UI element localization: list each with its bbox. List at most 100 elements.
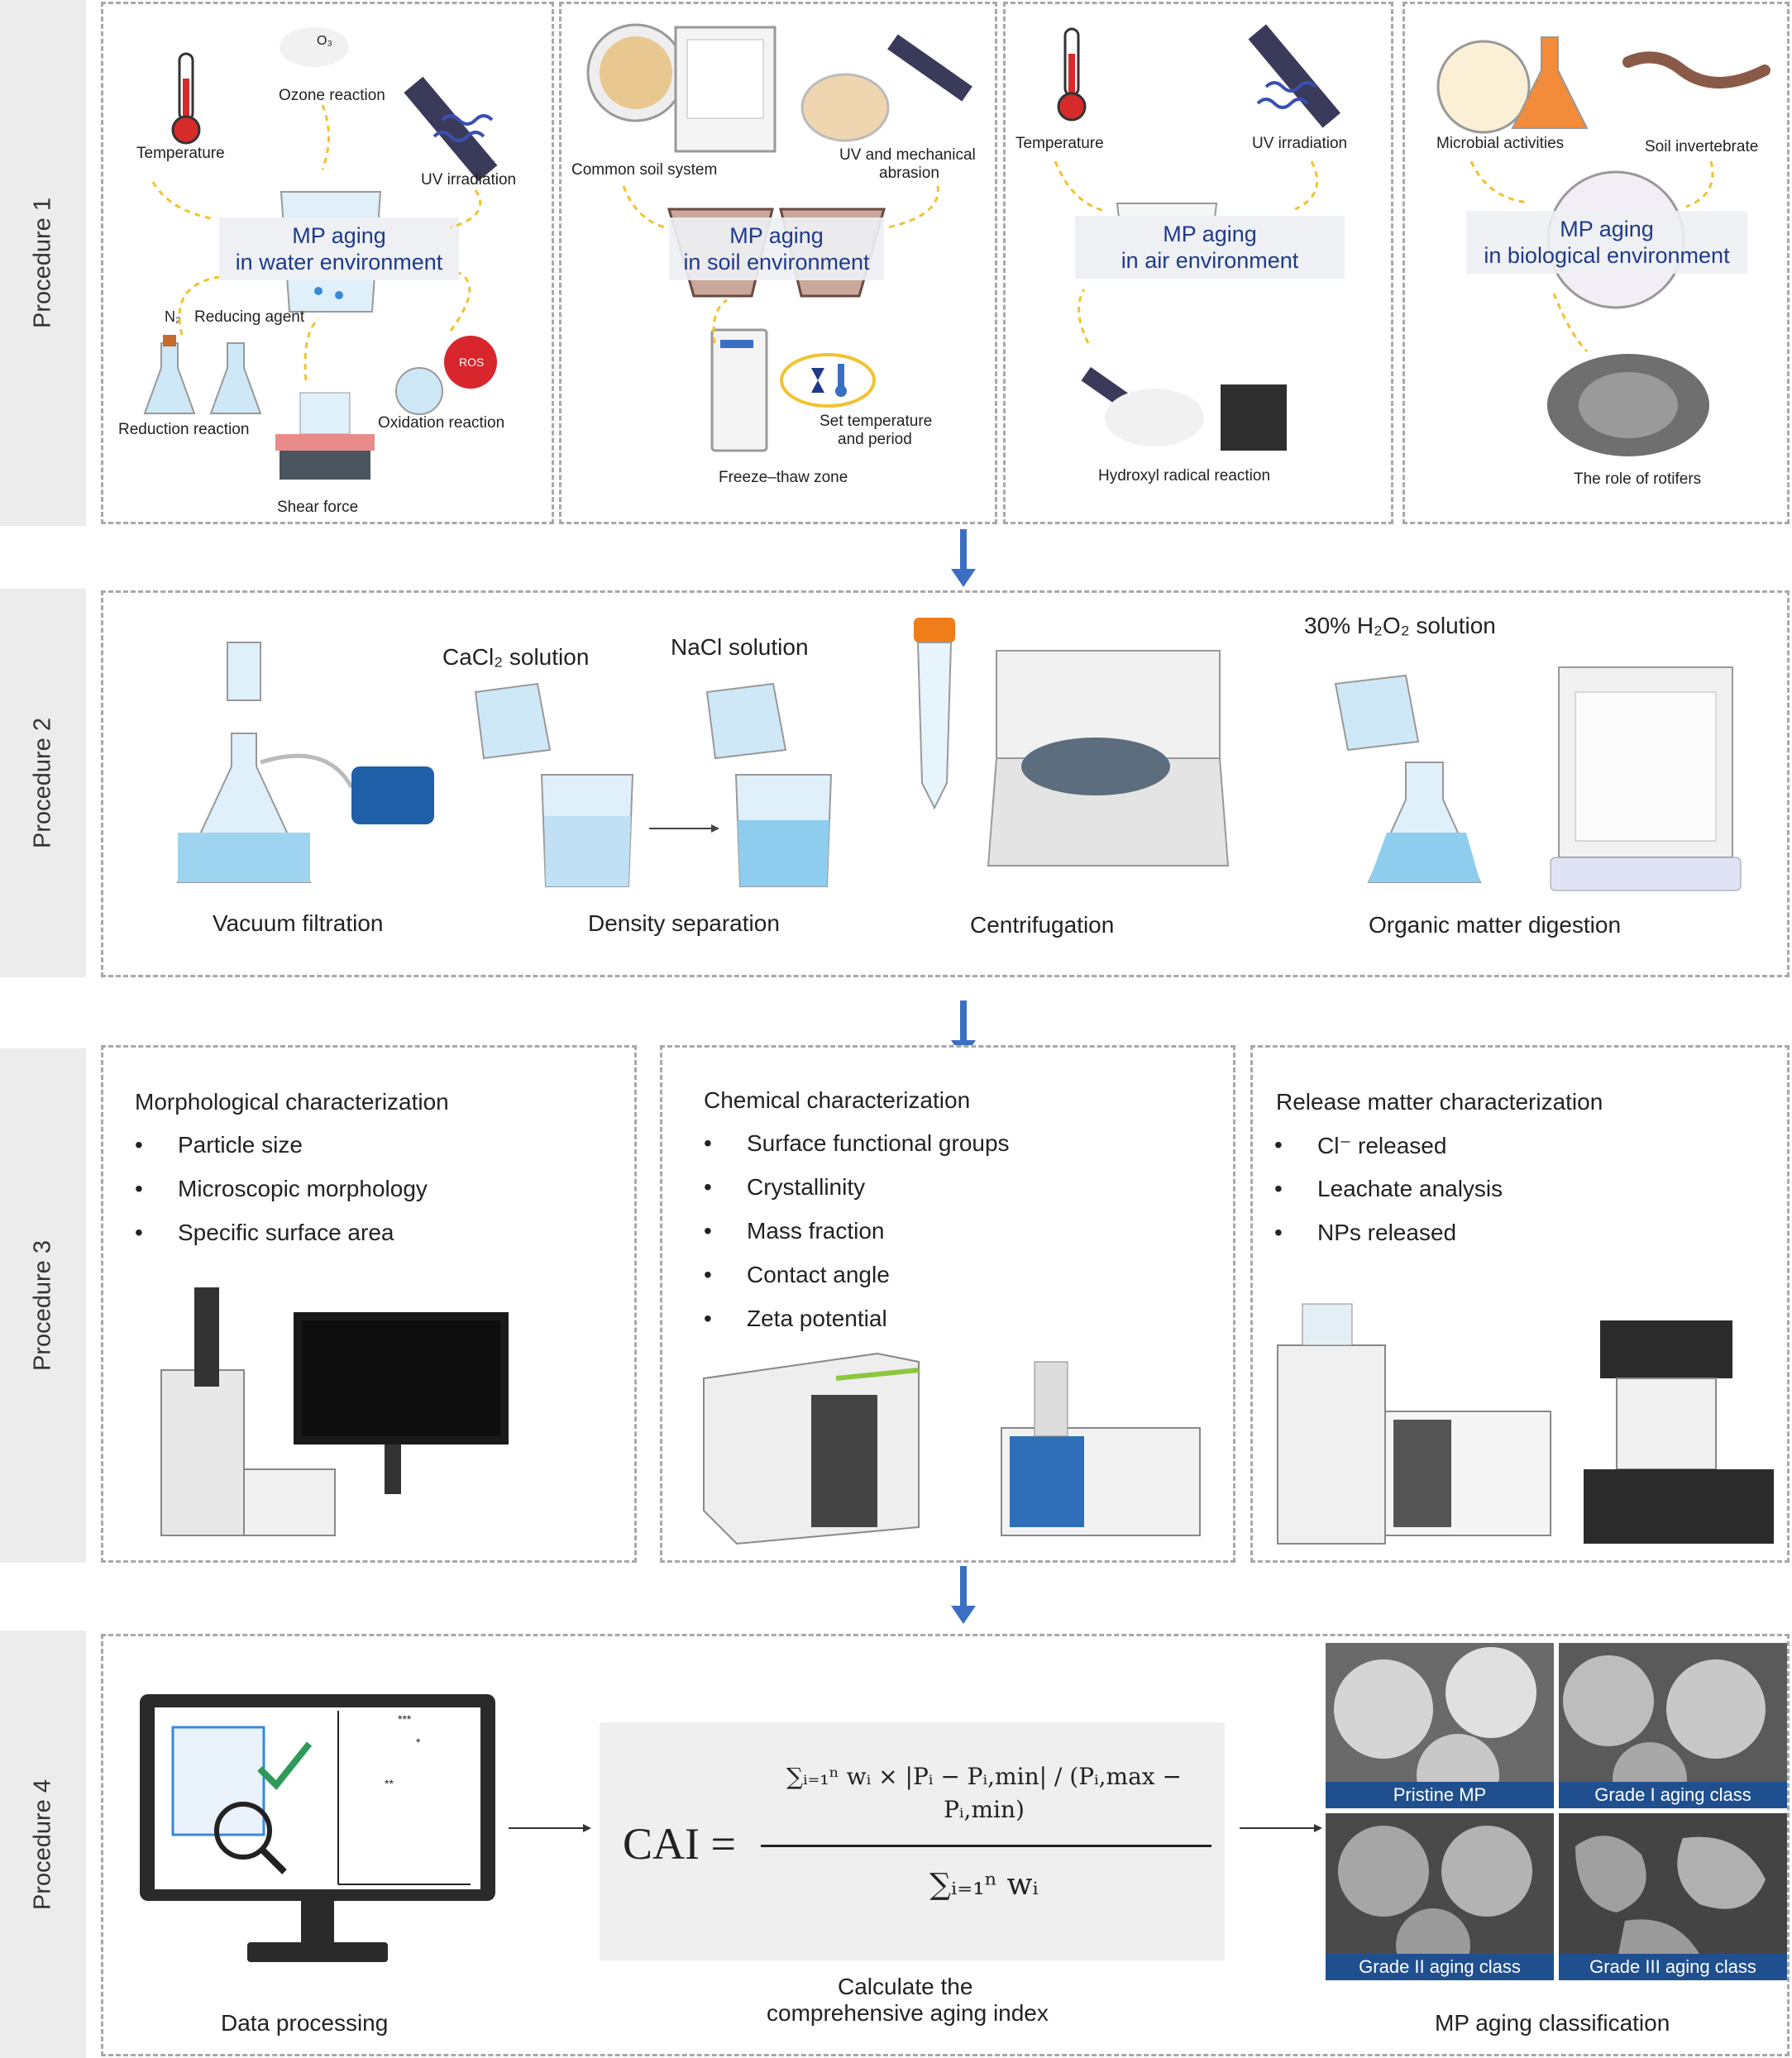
air-title-line2: in air environment	[1121, 248, 1299, 273]
panel-chem: Chemical characterization Surface functi…	[660, 1045, 1235, 1563]
centrifuge-icon	[914, 618, 1230, 867]
procedure-2-label: Procedure 2	[29, 718, 56, 848]
classification-label: MP aging classification	[1435, 2010, 1670, 2036]
panel-morph: Morphological characterization Particle …	[101, 1045, 637, 1563]
class-grade-2-label: Grade II aging class	[1326, 1954, 1554, 1980]
water-flow-arrows	[151, 104, 482, 381]
calc-label-2: comprehensive aging index	[767, 2000, 1049, 2026]
panel-release: Release matter characterization Cl⁻ rele…	[1250, 1045, 1790, 1563]
ozone-label: Ozone reaction	[279, 87, 385, 104]
cai-lhs: CAI =	[623, 1819, 736, 1869]
sem-grade-1: Grade I aging class	[1559, 1643, 1787, 1808]
oxidation-label: Oxidation reaction	[378, 414, 505, 432]
water-uv-label: UV irradiation	[421, 171, 517, 189]
rotifers-label: The role of rotifers	[1574, 470, 1702, 488]
class-pristine-label: Pristine MP	[1326, 1782, 1554, 1808]
cacl2-label: CaCl₂ solution	[442, 644, 590, 670]
soil-uv-lamp-icon	[887, 34, 972, 102]
water-title-line2: in water environment	[235, 250, 443, 275]
procedure-1-label: Procedure 1	[29, 198, 56, 328]
soil-title: MP aging in soil environment	[669, 217, 884, 280]
ozone-formula: O₃	[317, 34, 332, 48]
release-item-3: NPs released	[1274, 1220, 1456, 1246]
uv-lamp-icon	[404, 76, 498, 182]
water-temperature-label: Temperature	[136, 145, 225, 162]
panel-procedure-4: *** * ** Data processing CAI = ∑ᵢ₌₁ⁿ wᵢ …	[101, 1634, 1790, 2056]
chem-item-2: Crystallinity	[704, 1174, 865, 1201]
flow-arrow-3-4	[951, 1566, 976, 1624]
sig-1: ***	[398, 1712, 412, 1726]
microbial-label: Microbial activities	[1436, 135, 1565, 152]
sem-grade-2: Grade II aging class	[1326, 1813, 1554, 1980]
panel-soil: Common soil system UV and mechanical abr…	[559, 2, 997, 524]
chem-item-5: Zeta potential	[704, 1306, 887, 1332]
air-title: MP aging in air environment	[1075, 216, 1345, 279]
fraction-bar	[761, 1845, 1211, 1847]
class-grade-3-label: Grade III aging class	[1559, 1954, 1787, 1980]
release-item-1: Cl⁻ released	[1274, 1132, 1447, 1159]
bio-title-line2: in biological environment	[1484, 243, 1730, 268]
earthworm-icon	[1622, 51, 1770, 88]
digestion-icon	[1334, 666, 1742, 891]
morph-item-1: Particle size	[135, 1132, 303, 1158]
uv-mech-label-1: UV and mechanical	[839, 146, 976, 164]
chem-item-1: Surface functional groups	[704, 1130, 1009, 1157]
arrow-to-classes	[1240, 1824, 1322, 1832]
freeze-thaw-label: Freeze–thaw zone	[719, 469, 848, 486]
bio-flow-arrows	[1469, 160, 1714, 353]
vacuum-filtration-icon	[176, 642, 434, 883]
formula-box	[600, 1722, 1225, 1960]
air-title-line1: MP aging	[1163, 222, 1257, 246]
chem-item-4: Contact angle	[704, 1262, 890, 1288]
air-uv-lamp-icon	[1248, 24, 1340, 128]
nacl-label: NaCl solution	[671, 634, 809, 660]
digestion-label: Organic matter digestion	[1369, 912, 1622, 938]
reducing-agent-label: Reducing agent	[194, 308, 305, 326]
density-label: Density separation	[588, 910, 780, 936]
timer-thermo-icon	[780, 353, 876, 408]
spectrometer-icon	[703, 1352, 1201, 1545]
centrifugation-label: Centrifugation	[970, 912, 1115, 938]
panel-air: Temperature UV irradiation MP aging in a…	[1003, 2, 1393, 524]
freezer-icon	[710, 328, 768, 452]
soil-invertebrate-label: Soil invertebrate	[1645, 138, 1759, 155]
ros-label: ROS	[459, 356, 485, 369]
thermometer-icon	[171, 52, 201, 145]
stirrer-icon	[275, 392, 375, 480]
ozone-cloud-icon	[280, 27, 349, 67]
panel-procedure-2: Vacuum filtration CaCl₂ solution NaCl so…	[101, 590, 1790, 977]
data-processing-label: Data processing	[221, 2010, 389, 2036]
release-item-2: Leachate analysis	[1274, 1176, 1503, 1202]
procedure-3-label: Procedure 3	[29, 1240, 56, 1371]
chem-item-3: Mass fraction	[704, 1218, 884, 1244]
water-title: MP aging in water environment	[219, 217, 459, 280]
rotifer-icon	[1547, 354, 1709, 456]
release-header: Release matter characterization	[1276, 1089, 1603, 1115]
calc-label-1: Calculate the	[838, 1974, 973, 1999]
air-uv-label: UV irradiation	[1252, 135, 1348, 152]
density-separation-icon	[474, 682, 833, 887]
air-flow-arrows	[1054, 160, 1319, 344]
set-temp-label-1: Set temperature	[820, 413, 933, 430]
bio-title: MP aging in biological environment	[1466, 211, 1747, 274]
sig-3: **	[385, 1777, 394, 1790]
formula-numerator: ∑ᵢ₌₁ⁿ wᵢ × |Pᵢ − Pᵢ,min| / (Pᵢ,max − Pᵢ,…	[786, 1763, 1182, 1823]
morph-item-3: Specific surface area	[135, 1220, 394, 1246]
procedure-1-band: Procedure 1	[0, 0, 86, 526]
set-temp-label-2: and period	[838, 431, 912, 448]
shear-label: Shear force	[277, 499, 359, 516]
n2-label: N₂	[165, 308, 181, 325]
chem-header: Chemical characterization	[704, 1087, 971, 1113]
flow-arrow-1-2	[951, 529, 976, 587]
petri-dish-icon	[800, 73, 890, 142]
hydroxyl-label: Hydroxyl radical reaction	[1098, 467, 1271, 485]
procedure-4-band: Procedure 4	[0, 1631, 86, 2058]
data-processing-monitor-icon	[140, 1694, 495, 1962]
hydroxyl-device-icon	[1081, 366, 1287, 451]
common-soil-label: Common soil system	[571, 161, 718, 179]
procedure-4-label: Procedure 4	[29, 1779, 56, 1910]
microscope-icon	[160, 1287, 509, 1536]
vacuum-label: Vacuum filtration	[213, 910, 384, 936]
panel-water: Temperature O₃ Ozone reaction UV irradia…	[101, 2, 554, 524]
flask-icon	[143, 335, 262, 414]
